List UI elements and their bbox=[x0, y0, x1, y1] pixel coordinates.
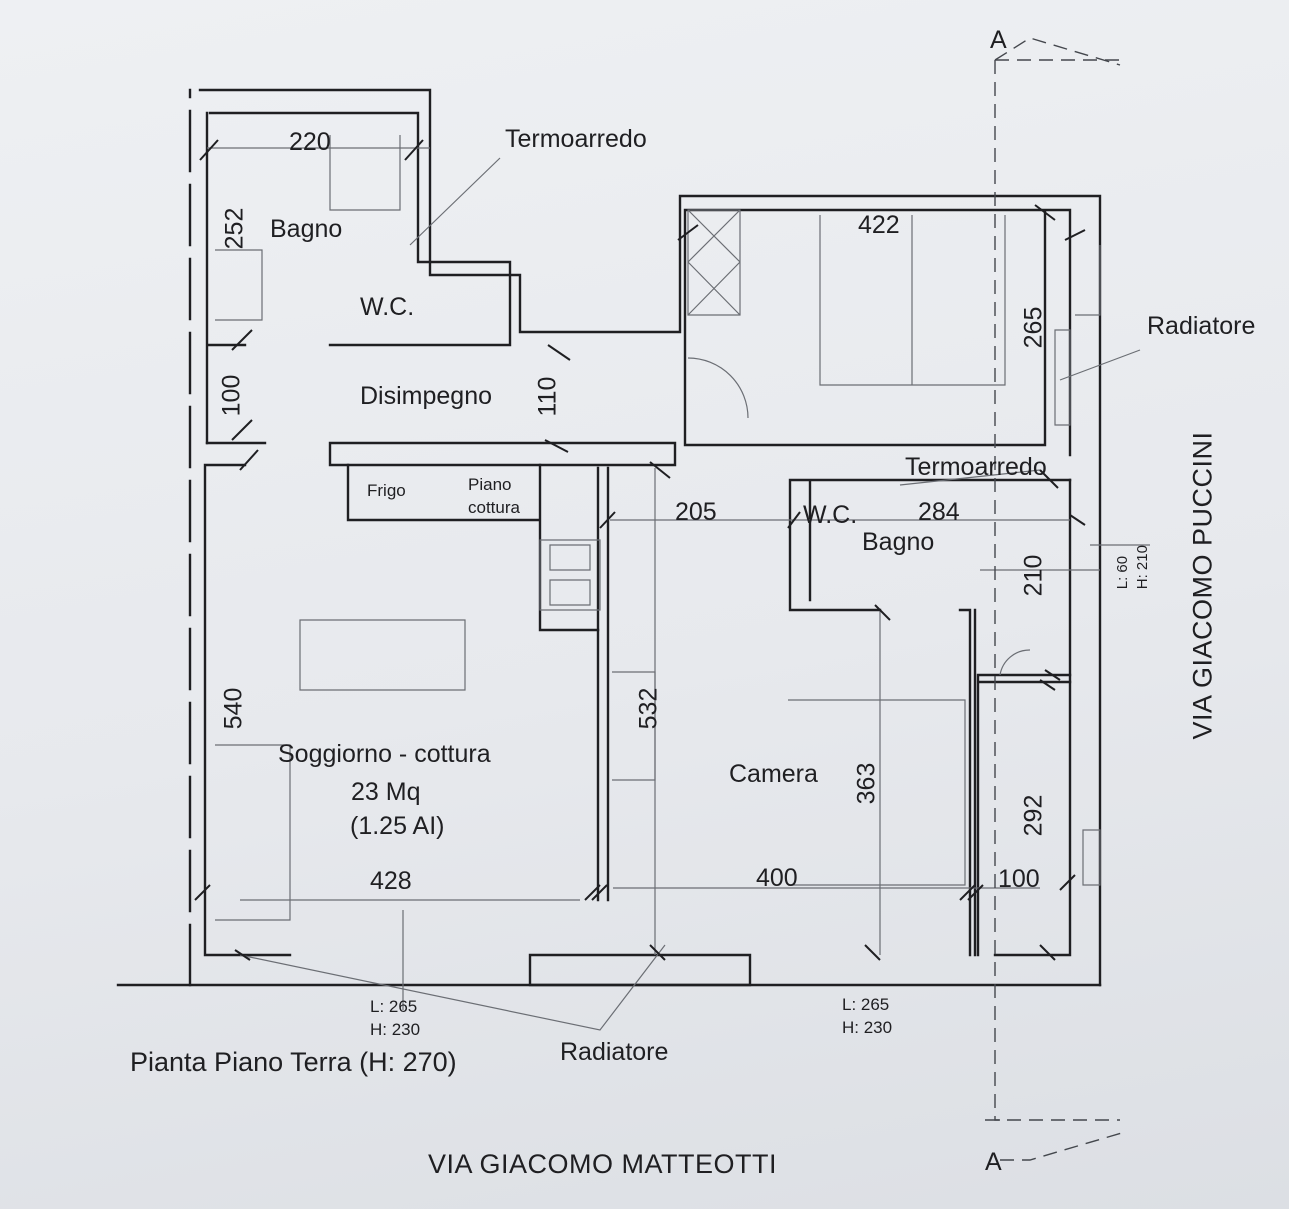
dim-205: 205 bbox=[675, 498, 717, 526]
dim-100-left: 100 bbox=[217, 374, 246, 417]
room-bagno-2: Bagno bbox=[862, 528, 935, 556]
wall-top-bagno bbox=[198, 88, 1102, 987]
section-marker-top: A bbox=[990, 26, 1007, 54]
dim-540: 540 bbox=[219, 687, 248, 730]
dim-110: 110 bbox=[533, 376, 562, 417]
wall-right-rooms bbox=[976, 673, 1072, 957]
wall-top-bagno-inner bbox=[208, 111, 512, 347]
dim-400: 400 bbox=[756, 864, 798, 892]
dim-532: 532 bbox=[634, 687, 663, 730]
wall-bottom bbox=[528, 478, 1072, 987]
dim-428: 428 bbox=[370, 867, 412, 895]
dim-252: 252 bbox=[220, 207, 249, 250]
dim-363: 363 bbox=[852, 762, 881, 805]
dim-422: 422 bbox=[858, 211, 900, 239]
dim-220: 220 bbox=[289, 128, 331, 156]
section-marker-bottom: A bbox=[985, 1148, 1002, 1176]
label-termoarredo-right: Termoarredo bbox=[905, 453, 1047, 481]
room-frigo: Frigo bbox=[367, 481, 406, 500]
wall-left-main bbox=[203, 463, 292, 957]
room-wc-2: W.C. bbox=[803, 501, 858, 529]
wall-inner-vertical bbox=[596, 466, 610, 902]
room-wc-1: W.C. bbox=[360, 293, 415, 321]
wall-kitchen-top bbox=[328, 441, 677, 467]
label-radiatore-right: Radiatore bbox=[1147, 312, 1256, 340]
label-termoarredo-top: Termoarredo bbox=[505, 125, 647, 153]
street-bottom: VIA GIACOMO MATTEOTTI bbox=[428, 1149, 778, 1179]
room-piano-cottura: Piano cottura bbox=[468, 475, 520, 517]
wall-bathroom2 bbox=[788, 478, 1072, 957]
room-soggiorno-ai: (1.25 AI) bbox=[350, 812, 445, 840]
plan-title: Pianta Piano Terra (H: 270) bbox=[130, 1047, 457, 1077]
dim-265: 265 bbox=[1019, 306, 1048, 349]
window-right: L: 60 H: 210 bbox=[1113, 545, 1151, 590]
street-right: VIA GIACOMO PUCCINI bbox=[1187, 431, 1218, 740]
section-line bbox=[994, 60, 1000, 1121]
room-disimpegno: Disimpegno bbox=[360, 382, 493, 410]
dim-284: 284 bbox=[918, 498, 960, 526]
wall-bedroom-left bbox=[683, 208, 1072, 457]
window-bottom-right: L: 265 H: 230 bbox=[842, 995, 893, 1037]
room-soggiorno-area: 23 Mq bbox=[351, 778, 421, 806]
dim-100-right: 100 bbox=[998, 865, 1040, 893]
dim-292: 292 bbox=[1019, 794, 1048, 837]
label-radiatore-bottom: Radiatore bbox=[560, 1038, 669, 1066]
room-camera: Camera bbox=[729, 760, 818, 788]
room-soggiorno: Soggiorno - cottura bbox=[278, 740, 491, 768]
room-bagno-1: Bagno bbox=[270, 215, 343, 243]
window-bottom-left: L: 265 H: 230 bbox=[370, 997, 421, 1039]
dim-210: 210 bbox=[1019, 554, 1048, 597]
